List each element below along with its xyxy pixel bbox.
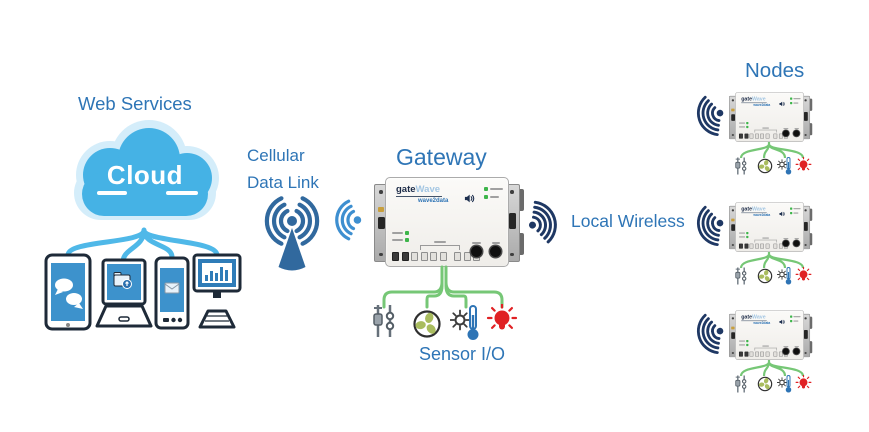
node1-fan-icon bbox=[757, 158, 773, 174]
outputs-bracket bbox=[754, 127, 777, 133]
monitor-icon bbox=[192, 253, 242, 329]
wireless-signal-icon bbox=[331, 199, 365, 241]
logo-underline bbox=[396, 195, 442, 197]
node2-fan-icon bbox=[757, 268, 773, 284]
local-wireless-label: Local Wireless bbox=[571, 211, 685, 231]
fan-icon bbox=[412, 309, 442, 339]
node1-temperature-icon bbox=[777, 156, 793, 175]
outputs-bracket bbox=[754, 345, 777, 351]
outputs-bracket bbox=[754, 237, 777, 243]
cellular-line1: Cellular bbox=[247, 146, 305, 165]
node1-wireless-icon bbox=[688, 90, 734, 142]
gateway-sensor-cables bbox=[382, 265, 504, 309]
phone-icon bbox=[154, 256, 190, 330]
power-led-group bbox=[392, 231, 409, 245]
device-faceplate: gateWave wave2data bbox=[735, 92, 804, 142]
wireless-device-box: gateWave wave2data bbox=[374, 177, 524, 267]
node-device-1: gateWave wave2data bbox=[729, 92, 813, 142]
cloud-icon bbox=[74, 120, 219, 220]
tablet-icon bbox=[44, 253, 92, 331]
device-faceplate: gateWave wave2data bbox=[735, 310, 804, 360]
wireless-device-box: gateWave wave2data bbox=[729, 310, 813, 360]
device-logo: gateWave bbox=[741, 205, 766, 212]
node3-wireless-icon bbox=[688, 308, 734, 360]
node2-light-icon bbox=[795, 267, 812, 286]
speaker-icon bbox=[779, 101, 785, 107]
device-sublogo: wave2data bbox=[753, 213, 771, 217]
light-icon bbox=[486, 304, 518, 340]
nodes-title: Nodes bbox=[745, 59, 805, 82]
node2-valve-icon bbox=[734, 267, 748, 285]
node2-sensor-cables bbox=[729, 252, 811, 268]
power-led-group bbox=[738, 339, 749, 348]
speaker-icon bbox=[464, 193, 475, 204]
antenna-connectors bbox=[471, 241, 501, 257]
node1-valve-icon bbox=[734, 157, 748, 175]
device-logo: gateWave bbox=[396, 184, 441, 195]
node2-temperature-icon bbox=[777, 266, 793, 285]
cellular-line2: Data Link bbox=[247, 173, 319, 192]
terminal-row bbox=[738, 133, 788, 139]
speaker-icon bbox=[779, 211, 785, 217]
device-logo: gateWave bbox=[741, 313, 766, 320]
cloud-connector-lines bbox=[65, 227, 220, 265]
node2-wireless-icon bbox=[688, 200, 734, 252]
power-led-group bbox=[738, 121, 749, 130]
logo-underline bbox=[741, 102, 767, 103]
laptop-icon bbox=[95, 258, 153, 328]
device-sublogo: wave2data bbox=[753, 321, 771, 325]
device-sublogo: wave2data bbox=[753, 103, 771, 107]
antenna-connectors bbox=[782, 127, 800, 137]
logo-underline bbox=[741, 212, 767, 213]
valve-icon bbox=[371, 304, 397, 338]
temperature-icon bbox=[450, 303, 482, 341]
terminal-row bbox=[392, 252, 480, 261]
gateway-device: gateWave wave2data bbox=[374, 177, 524, 267]
web-services-title: Web Services bbox=[78, 93, 192, 114]
outputs-bracket bbox=[420, 241, 460, 250]
node1-light-icon bbox=[795, 157, 812, 176]
cloud-rule-right bbox=[166, 191, 198, 195]
node3-temperature-icon bbox=[777, 374, 793, 393]
node3-light-icon bbox=[795, 375, 812, 394]
device-logo: gateWave bbox=[741, 95, 766, 102]
logo-underline bbox=[741, 320, 767, 321]
terminal-row bbox=[738, 243, 788, 249]
device-faceplate: gateWave wave2data bbox=[735, 202, 804, 252]
antenna-connectors bbox=[782, 345, 800, 355]
cloud-rule-left bbox=[97, 191, 127, 195]
sensor-io-label: Sensor I/O bbox=[418, 344, 506, 364]
cellular-data-link-title: Cellular Data Link bbox=[247, 142, 319, 196]
status-led-group bbox=[790, 207, 801, 216]
device-sublogo: wave2data bbox=[418, 197, 449, 204]
gateway-title: Gateway bbox=[396, 144, 487, 170]
status-led-group bbox=[790, 315, 801, 324]
node-device-3: gateWave wave2data bbox=[729, 310, 813, 360]
terminal-row bbox=[738, 351, 788, 357]
cloud-label: Cloud bbox=[106, 160, 184, 190]
node1-sensor-cables bbox=[729, 142, 811, 158]
node-device-2: gateWave wave2data bbox=[729, 202, 813, 252]
device-faceplate: gateWave wave2data bbox=[385, 177, 509, 267]
status-led-group bbox=[790, 97, 801, 106]
speaker-icon bbox=[779, 319, 785, 325]
wireless-device-box: gateWave wave2data bbox=[729, 202, 813, 252]
node3-fan-icon bbox=[757, 376, 773, 392]
power-led-group bbox=[738, 231, 749, 240]
status-led-group bbox=[484, 187, 503, 202]
antenna-connectors bbox=[782, 237, 800, 247]
node3-sensor-cables bbox=[729, 360, 811, 376]
wireless-device-box: gateWave wave2data bbox=[729, 92, 813, 142]
local-wireless-icon bbox=[518, 195, 566, 250]
node3-valve-icon bbox=[734, 375, 748, 393]
cellular-antenna-icon bbox=[252, 196, 332, 276]
